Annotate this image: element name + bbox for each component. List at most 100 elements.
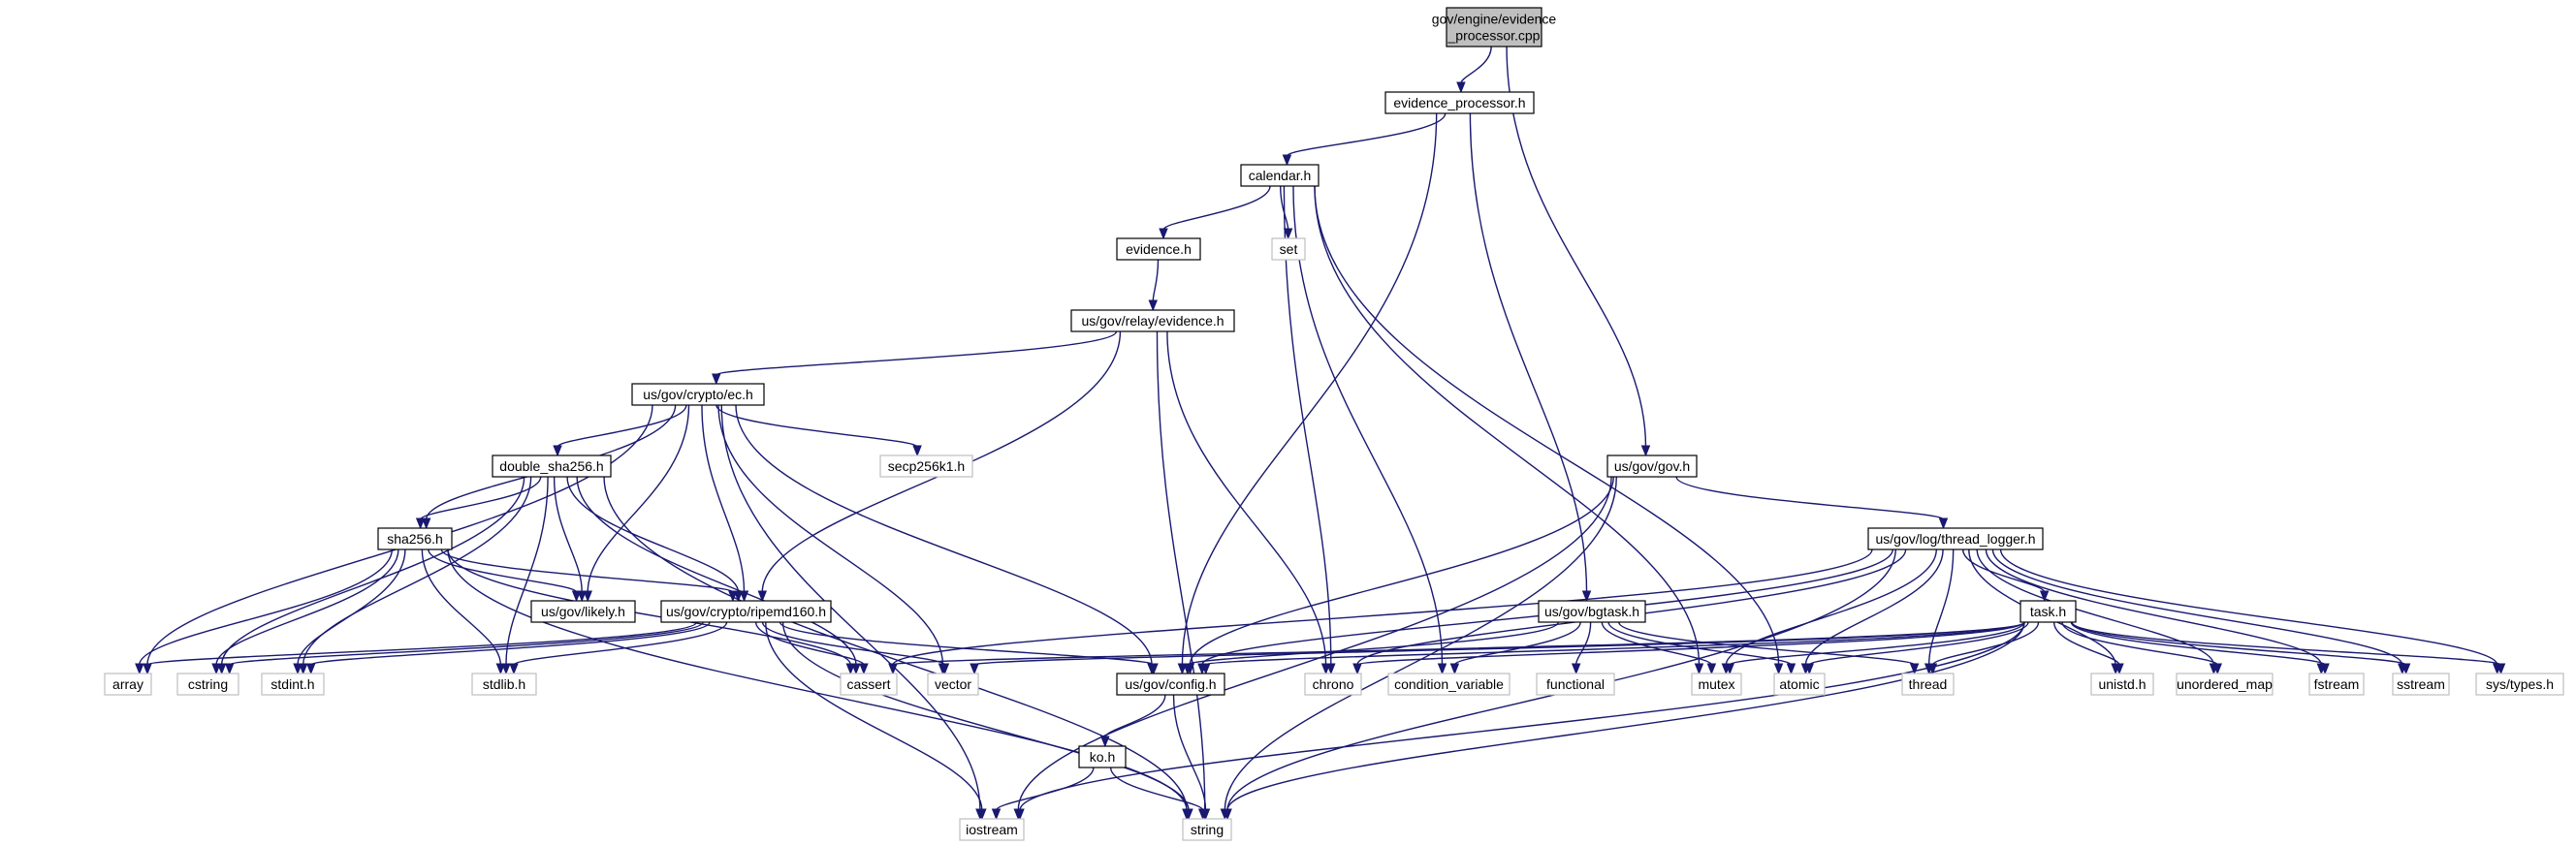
node-box-root xyxy=(1446,7,1542,47)
arrowhead-double_sha256_h-to-likely_h xyxy=(577,590,587,603)
node-label-atomic: atomic xyxy=(1779,676,1819,692)
edge-evidence_processor_h-to-config_h xyxy=(1181,112,1438,666)
node-config_h[interactable]: us/gov/config.h xyxy=(1116,673,1225,696)
edge-ripemd160_h-to-stdlib_h xyxy=(513,621,728,666)
node-root[interactable]: gov/engine/evidence_processor.cpp xyxy=(1432,7,1557,47)
node-stdlib_h: stdlib.h xyxy=(471,673,537,696)
node-box-double_sha256_h xyxy=(492,454,612,478)
node-label-cstring: cstring xyxy=(188,676,228,692)
node-evidence_processor_h[interactable]: evidence_processor.h xyxy=(1384,91,1535,114)
arrowhead-calendar_h-to-condition_variable xyxy=(1437,663,1447,675)
edge-task_h-to-mutex xyxy=(1729,621,2025,666)
node-likely_h[interactable]: us/gov/likely.h xyxy=(530,600,636,623)
node-box-ko_h xyxy=(1078,745,1127,768)
node-label-root: gov/engine/evidence xyxy=(1432,12,1557,27)
node-relay_evidence_h[interactable]: us/gov/relay/evidence.h xyxy=(1070,309,1235,332)
node-box-bgtask_h xyxy=(1538,600,1646,623)
edge-task_h-to-sys_types_h xyxy=(2071,621,2502,666)
node-label-fstream: fstream xyxy=(2314,676,2360,692)
node-box-config_h xyxy=(1116,673,1225,696)
arrowhead-calendar_h-to-atomic xyxy=(1773,663,1784,675)
node-task_h[interactable]: task.h xyxy=(2019,600,2077,623)
node-unistd_h: unistd.h xyxy=(2090,673,2154,696)
arrowhead-ec_h-to-sha256_h xyxy=(421,517,431,530)
node-label-evidence_processor_h: evidence_processor.h xyxy=(1393,95,1525,110)
node-ko_h[interactable]: ko.h xyxy=(1078,745,1127,768)
node-label-string: string xyxy=(1191,822,1224,837)
node-label-stdlib_h: stdlib.h xyxy=(483,676,525,692)
arrowhead-task_h-to-config_h xyxy=(1200,663,1211,675)
node-label-set: set xyxy=(1280,241,1298,257)
edge-task_h-to-string xyxy=(1226,621,2025,811)
arrowhead-sha256_h-to-cassert xyxy=(845,663,856,675)
arrowhead-relay_evidence_h-to-ripemd160_h xyxy=(757,590,768,603)
node-box-thread xyxy=(1901,673,1955,696)
arrowhead-relay_evidence_h-to-chrono xyxy=(1320,663,1331,675)
node-ripemd160_h[interactable]: us/gov/crypto/ripemd160.h xyxy=(660,600,832,623)
node-cassert: cassert xyxy=(840,673,898,696)
node-label-ko_h: ko.h xyxy=(1090,749,1115,765)
arrowhead-ko_h-to-string xyxy=(1197,808,1208,821)
arrowhead-ec_h-to-secp256k1_h xyxy=(912,445,922,457)
node-double_sha256_h[interactable]: double_sha256.h xyxy=(492,454,612,478)
arrowhead-calendar_h-to-set xyxy=(1283,228,1293,240)
arrowhead-ec_h-to-double_sha256_h xyxy=(553,445,562,457)
node-box-condition_variable xyxy=(1387,673,1511,696)
edge-ripemd160_h-to-array xyxy=(146,621,698,666)
arrowhead-relay_evidence_h-to-ec_h xyxy=(712,373,721,386)
arrowhead-task_h-to-atomic xyxy=(1804,663,1814,675)
node-sha256_h[interactable]: sha256.h xyxy=(377,527,453,550)
node-label-vector: vector xyxy=(935,676,971,692)
edge-double_sha256_h-to-string xyxy=(603,476,1188,811)
arrowhead-bgtask_h-to-functional xyxy=(1571,663,1581,675)
arrowhead-calendar_h-to-mutex xyxy=(1694,663,1704,675)
arrowhead-config_h-to-ko_h xyxy=(1100,736,1110,748)
node-box-sys_types_h xyxy=(2475,673,2564,696)
node-stdint_h: stdint.h xyxy=(261,673,325,696)
node-box-set xyxy=(1271,237,1306,261)
node-label-sys_types_h: sys/types.h xyxy=(2486,676,2554,692)
arrowhead-double_sha256_h-to-stdlib_h xyxy=(501,663,511,675)
edge-task_h-to-chrono xyxy=(1356,621,2025,666)
edge-ec_h-to-secp256k1_h xyxy=(716,404,918,448)
edge-thread_logger_h-to-task_h xyxy=(1961,548,2046,593)
arrowhead-double_sha256_h-to-cassert xyxy=(851,663,861,675)
node-box-ec_h xyxy=(631,383,765,406)
edge-sha256_h-to-stdlib_h xyxy=(421,548,502,666)
node-label-double_sha256_h: double_sha256.h xyxy=(499,458,603,474)
arrowhead-double_sha256_h-to-ripemd160_h xyxy=(733,590,744,603)
node-box-cstring xyxy=(176,673,239,696)
node-label-ripemd160_h: us/gov/crypto/ripemd160.h xyxy=(666,604,826,619)
node-evidence_h[interactable]: evidence.h xyxy=(1116,237,1201,261)
node-box-likely_h xyxy=(530,600,636,623)
node-ec_h[interactable]: us/gov/crypto/ec.h xyxy=(631,383,765,406)
node-box-thread_logger_h xyxy=(1867,527,2044,550)
edge-ripemd160_h-to-cassert xyxy=(754,621,865,666)
node-gov_h[interactable]: us/gov/gov.h xyxy=(1606,454,1698,478)
edge-calendar_h-to-condition_variable xyxy=(1292,185,1444,666)
node-label-secp256k1_h: secp256k1.h xyxy=(888,458,965,474)
edge-task_h-to-atomic xyxy=(1808,621,2029,666)
arrowhead-task_h-to-string xyxy=(1223,808,1232,821)
arrowhead-bgtask_h-to-thread xyxy=(1909,663,1920,675)
arrowhead-ripemd160_h-to-cassert xyxy=(859,663,869,675)
node-box-evidence_h xyxy=(1116,237,1201,261)
node-label-sstream: sstream xyxy=(2397,676,2445,692)
edge-task_h-to-iostream xyxy=(1019,621,2025,811)
node-thread_logger_h[interactable]: us/gov/log/thread_logger.h xyxy=(1867,527,2044,550)
node-label-thread_logger_h: us/gov/log/thread_logger.h xyxy=(1875,531,2035,547)
node-mutex: mutex xyxy=(1691,673,1742,696)
arrowhead-double_sha256_h-to-cstring xyxy=(216,663,227,675)
node-label-calendar_h: calendar.h xyxy=(1249,168,1312,183)
node-box-sstream xyxy=(2392,673,2450,696)
node-box-cassert xyxy=(840,673,898,696)
edge-sha256_h-to-string xyxy=(447,548,1188,811)
edge-thread_logger_h-to-mutex xyxy=(1725,548,1937,666)
node-bgtask_h[interactable]: us/gov/bgtask.h xyxy=(1538,600,1646,623)
node-calendar_h[interactable]: calendar.h xyxy=(1240,164,1320,187)
arrowhead-evidence_processor_h-to-bgtask_h xyxy=(1581,590,1592,603)
node-box-stdint_h xyxy=(261,673,325,696)
arrowhead-thread_logger_h-to-task_h xyxy=(2039,590,2050,603)
edge-gov_h-to-thread_logger_h xyxy=(1675,476,1945,520)
node-functional: functional xyxy=(1536,673,1615,696)
